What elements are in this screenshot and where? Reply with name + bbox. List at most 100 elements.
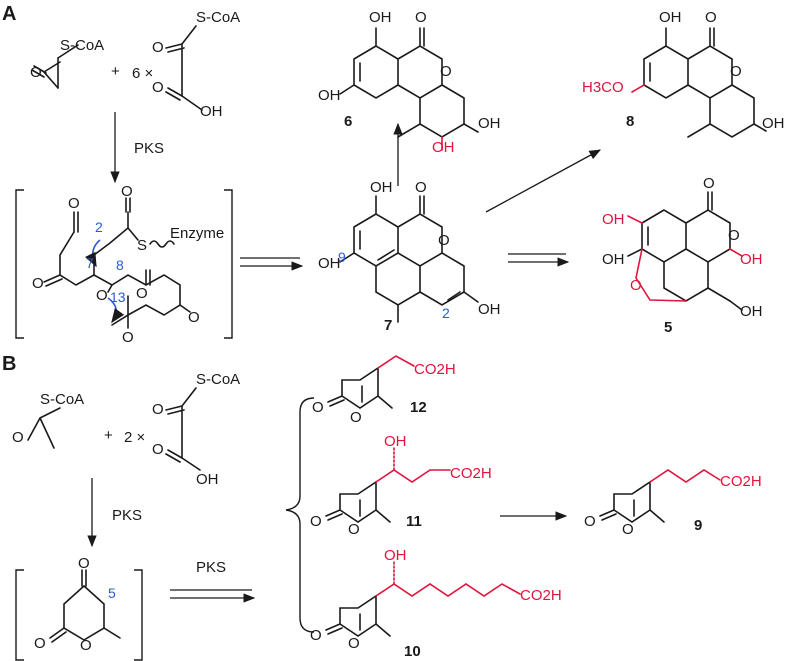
- hydroxyl: OH: [200, 103, 223, 120]
- position-number: 2: [95, 219, 103, 235]
- scoa-label: S-CoA: [196, 9, 240, 26]
- ring-oxygen: O: [438, 232, 450, 249]
- compound-7: OH OH O O OH 9 2 7: [318, 179, 501, 334]
- scoa-label: S-CoA: [196, 371, 240, 388]
- position-number: 2: [442, 305, 450, 321]
- methoxy: H3CO: [582, 79, 624, 96]
- hydroxyl-red: OH: [432, 139, 455, 156]
- compound-5: OH OH O O OH OH O 5: [602, 175, 763, 336]
- carboxylic-acid: CO2H: [720, 473, 762, 490]
- panel-b-label: B: [2, 353, 16, 375]
- position-number: 8: [116, 257, 124, 273]
- thioester-sulfur: S: [137, 237, 147, 254]
- carbonyl-oxygen: O: [136, 285, 148, 302]
- ring-oxygen: O: [348, 635, 360, 652]
- carbonyl-oxygen: O: [96, 287, 108, 304]
- carbonyl-oxygen: O: [415, 9, 427, 26]
- carbonyl-oxygen: O: [310, 627, 322, 644]
- ring-oxygen: O: [730, 63, 742, 80]
- hydroxyl: OH: [762, 115, 785, 132]
- hydroxyl: OH: [659, 9, 682, 26]
- carbonyl-oxygen: O: [68, 195, 80, 212]
- position-number: 13: [110, 289, 126, 305]
- compound-number: 10: [404, 643, 421, 660]
- compound-9: O O CO2H 9: [584, 469, 762, 538]
- ring-oxygen: O: [440, 63, 452, 80]
- compound-number: 9: [694, 517, 702, 534]
- malonyl-coa-a: S-CoA O O OH: [152, 9, 240, 120]
- hydroxyl: OH: [602, 251, 625, 268]
- position-number: 5: [108, 585, 116, 601]
- pks-double-arrow-b: [170, 589, 256, 603]
- ring-oxygen: O: [80, 637, 92, 654]
- compound-8: OH H3CO O O OH 8: [582, 9, 785, 138]
- scoa-label: S-CoA: [60, 37, 104, 54]
- compound-12: O O CO2H 12: [312, 355, 456, 426]
- carbonyl-oxygen: O: [188, 309, 200, 326]
- carboxylic-acid: CO2H: [520, 587, 562, 604]
- compound-number: 8: [626, 113, 634, 130]
- carbonyl-oxygen: O: [312, 399, 324, 416]
- hydroxyl: OH: [196, 471, 219, 488]
- compound-number: 7: [384, 317, 392, 334]
- hydroxyl: OH: [370, 179, 393, 196]
- plus-sign: +: [104, 427, 113, 444]
- ring-oxygen: O: [728, 227, 740, 244]
- carbonyl-oxygen: O: [152, 441, 164, 458]
- carbonyl-oxygen: O: [152, 401, 164, 418]
- scoa-label: S-CoA: [40, 391, 84, 408]
- hydroxyl-red: OH: [384, 433, 407, 450]
- hydroxyl: OH: [478, 301, 501, 318]
- compound-11: O O OH CO2H 11: [310, 433, 492, 538]
- pks-label-a: PKS: [134, 140, 164, 157]
- compound-6: OH OH O O OH OH 6: [318, 9, 501, 156]
- double-arrow-to-5: [508, 253, 570, 267]
- ring-oxygen-red: O: [630, 277, 642, 294]
- ring-oxygen: O: [350, 409, 362, 426]
- carbonyl-oxygen: O: [122, 329, 134, 346]
- carbonyl-oxygen: O: [152, 39, 164, 56]
- acetyl-coa-b: S-CoA O: [12, 391, 84, 449]
- enzyme-label: Enzyme: [170, 225, 224, 242]
- plus-sign: +: [111, 63, 120, 80]
- carbonyl-oxygen: O: [705, 9, 717, 26]
- malonyl-coa-b: S-CoA O O OH: [152, 371, 240, 488]
- carbonyl-oxygen: O: [12, 429, 24, 446]
- two-times: 2 ×: [124, 429, 145, 446]
- compound-10: O O OH CO2H 10: [310, 547, 562, 660]
- compound-number: 12: [410, 399, 427, 416]
- lactone-intermediate: O O O 5: [15, 555, 143, 661]
- hydroxyl: OH: [318, 87, 341, 104]
- carbonyl-oxygen: O: [152, 79, 164, 96]
- product-brace: [285, 397, 315, 633]
- carbonyl-oxygen: O: [310, 513, 322, 530]
- hydroxyl: OH: [318, 255, 341, 272]
- hydroxyl-red: OH: [602, 211, 625, 228]
- hydroxyl-red: OH: [384, 547, 407, 564]
- compound-number: 5: [664, 319, 672, 336]
- carbonyl-oxygen: O: [78, 555, 90, 572]
- hydroxyl: OH: [478, 115, 501, 132]
- polyketide-intermediate: O O O S Enzyme O O O O 2 7 8 13: [15, 183, 233, 346]
- carbonyl-oxygen: O: [415, 179, 427, 196]
- carboxylic-acid: CO2H: [450, 465, 492, 482]
- carbonyl-oxygen: O: [32, 275, 44, 292]
- ring-oxygen: O: [348, 521, 360, 538]
- carboxylic-acid: CO2H: [414, 361, 456, 378]
- compound-number: 11: [406, 513, 422, 530]
- wavy-bond: [149, 240, 175, 248]
- double-arrow-to-7: [240, 257, 304, 271]
- carbonyl-oxygen: O: [34, 635, 46, 652]
- panel-a-label: A: [2, 3, 16, 25]
- carbonyl-oxygen: O: [584, 513, 596, 530]
- arrow-7-to-8: [485, 149, 602, 213]
- position-number: 7: [86, 255, 94, 271]
- pks-label-b2: PKS: [196, 559, 226, 576]
- hydroxyl: OH: [369, 9, 392, 26]
- pks-label-b: PKS: [112, 507, 142, 524]
- acetyl-coa-a: O S-CoA: [30, 37, 104, 89]
- hydroxyl-red: OH: [740, 251, 763, 268]
- compound-number: 6: [344, 113, 352, 130]
- six-times: 6 ×: [132, 65, 153, 82]
